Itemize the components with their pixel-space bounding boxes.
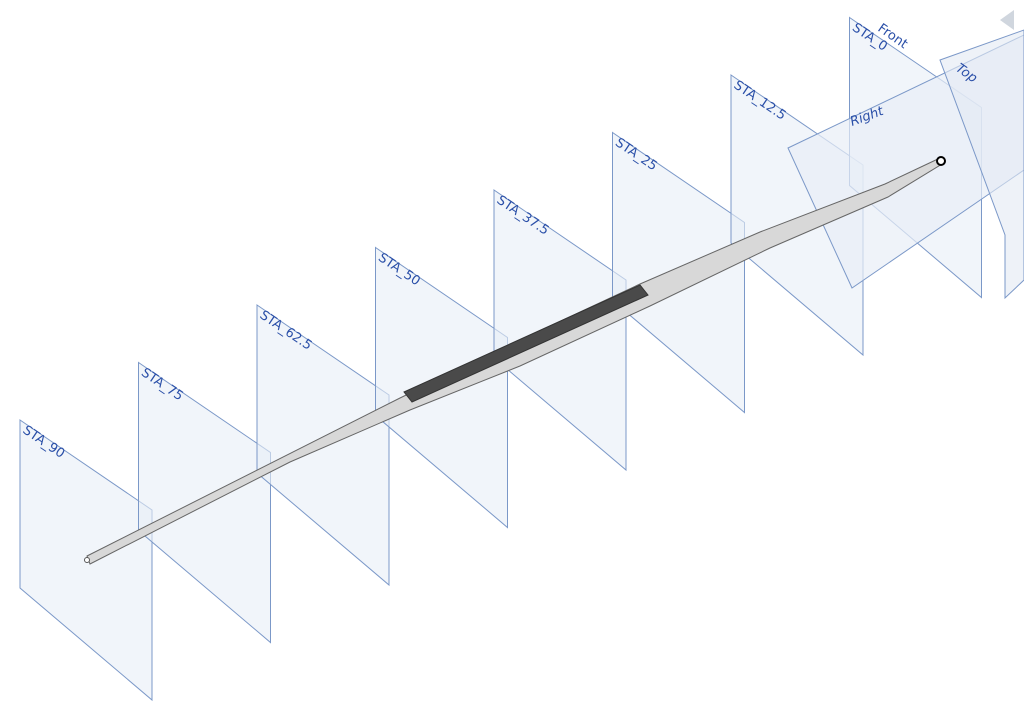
view-cube-arrow-icon[interactable] bbox=[1000, 10, 1014, 30]
top-plane[interactable] bbox=[939, 29, 1024, 300]
tip-point bbox=[84, 557, 90, 563]
slot-cutout bbox=[403, 284, 649, 403]
origin-point-icon[interactable] bbox=[936, 156, 946, 166]
